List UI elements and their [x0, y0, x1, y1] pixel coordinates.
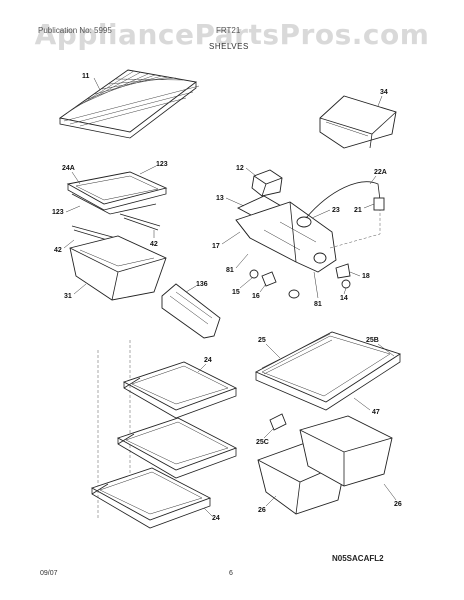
- callout-25B: 25B: [366, 337, 379, 344]
- clip-25C: [269, 413, 287, 431]
- leader-14: [343, 287, 347, 295]
- door-bin-34: [319, 95, 397, 149]
- callout-34: 34: [380, 89, 388, 96]
- callout-22A: 22A: [374, 169, 387, 176]
- light-housing-assembly: [235, 169, 385, 273]
- callout-12: 12: [236, 165, 244, 172]
- callout-123-top: 123: [156, 161, 168, 168]
- leader-11: [93, 77, 101, 91]
- leader-26-left: [265, 495, 277, 507]
- callout-15: 15: [232, 289, 240, 296]
- callout-81-right: 81: [314, 301, 322, 308]
- leader-12: [245, 167, 257, 177]
- callout-18: 18: [362, 273, 370, 280]
- leader-81-left: [235, 253, 249, 269]
- model-number: FRT21: [216, 26, 241, 35]
- leader-136: [185, 285, 197, 293]
- leader-13: [225, 197, 245, 207]
- callout-24-bottom: 24: [212, 515, 220, 522]
- callout-31: 31: [64, 293, 72, 300]
- leader-18: [349, 271, 361, 277]
- crisper-drawers-26: [257, 415, 393, 515]
- leader-24-bottom: [203, 507, 213, 517]
- leader-81-right: [313, 271, 319, 299]
- callout-14: 14: [340, 295, 348, 302]
- callout-13: 13: [216, 195, 224, 202]
- leader-16: [259, 283, 267, 293]
- bulbs-and-sockets: [249, 263, 351, 299]
- callout-136: 136: [196, 281, 208, 288]
- leader-17: [221, 231, 241, 245]
- leader-25B: [377, 343, 395, 357]
- leader-26-right: [383, 483, 397, 501]
- publication-number: Publication No: 5995: [38, 26, 112, 35]
- leader-24-top: [197, 363, 207, 373]
- wire-shelf-11: [58, 69, 200, 139]
- crisper-pan-31: [69, 235, 167, 301]
- leader-42-left: [63, 239, 75, 249]
- leader-123-left: [65, 205, 81, 213]
- cantilever-shelves-24: [90, 340, 238, 529]
- leader-25C: [263, 427, 275, 439]
- section-title: SHELVES: [209, 42, 249, 51]
- leader-31: [73, 283, 87, 295]
- callout-47: 47: [372, 409, 380, 416]
- leader-24A: [71, 171, 81, 185]
- footer-date: 09/07: [40, 570, 58, 577]
- leader-15: [239, 277, 253, 289]
- cover-136: [161, 283, 221, 339]
- leader-23: [311, 209, 331, 219]
- callout-42-right: 42: [150, 241, 158, 248]
- callout-21: 21: [354, 207, 362, 214]
- leader-47: [353, 397, 371, 411]
- callout-81-left: 81: [226, 267, 234, 274]
- callout-24A: 24A: [62, 165, 75, 172]
- callout-123-left: 123: [52, 209, 64, 216]
- leader-34: [377, 95, 383, 107]
- callout-26-right: 26: [394, 501, 402, 508]
- glass-shelf-24A: [66, 171, 168, 215]
- callout-23: 23: [332, 207, 340, 214]
- leader-123-top: [139, 165, 157, 175]
- leader-21: [363, 203, 375, 209]
- callout-17: 17: [212, 243, 220, 250]
- glass-shelf-47: [254, 331, 402, 411]
- callout-42-left: 42: [54, 247, 62, 254]
- callout-25C: 25C: [256, 439, 269, 446]
- diagram-code: N05SACAFL2: [332, 554, 384, 563]
- callout-11: 11: [82, 73, 90, 80]
- leader-25: [265, 343, 281, 359]
- leader-22A: [369, 175, 377, 185]
- page-number: 6: [229, 570, 233, 577]
- callout-26-left: 26: [258, 507, 266, 514]
- callout-25: 25: [258, 337, 266, 344]
- callout-24-top: 24: [204, 357, 212, 364]
- callout-16: 16: [252, 293, 260, 300]
- watermark: AppliancePartsPros.com: [34, 18, 430, 51]
